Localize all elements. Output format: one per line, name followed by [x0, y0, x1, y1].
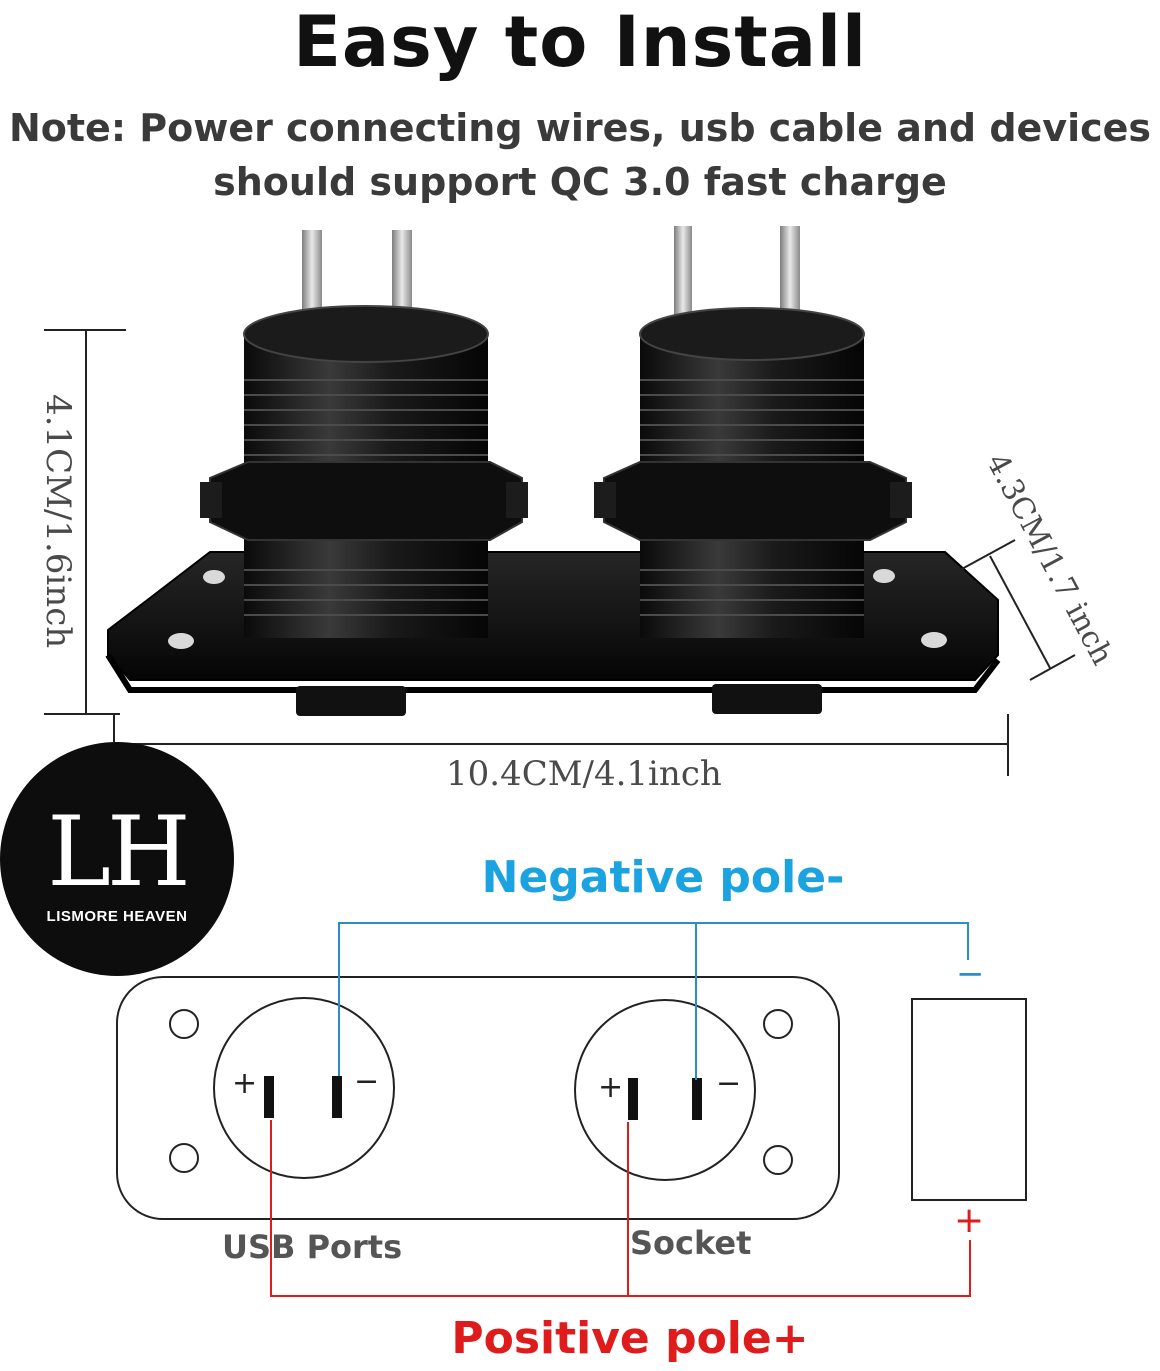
usb-ports-label: USB Ports [222, 1228, 403, 1266]
note-line-2: should support QC 3.0 fast charge [213, 160, 947, 204]
height-dimension-label: 4.1CM/1.6inch [38, 394, 78, 649]
socket-housing [594, 226, 912, 638]
socket-label: Socket [630, 1224, 752, 1262]
dimension-lines [44, 329, 1076, 776]
socket-plus-terminal: + [598, 1070, 624, 1105]
note-line-1: Note: Power connecting wires, usb cable … [8, 106, 1152, 150]
wiring-diagram [116, 922, 1027, 1297]
usb-plus-terminal: + [232, 1066, 258, 1101]
negative-pole-label: Negative pole- [481, 852, 845, 903]
battery-minus-terminal: − [956, 954, 985, 994]
usb-minus-terminal: − [354, 1064, 380, 1099]
logo-monogram: LH [47, 796, 190, 908]
usb-port-housing [200, 230, 528, 638]
page-title: Easy to Install [293, 1, 867, 83]
mounting-plate [105, 551, 1001, 716]
brand-logo: LH LISMORE HEAVEN [0, 742, 234, 976]
positive-pole-label: Positive pole+ [451, 1313, 809, 1364]
width-dimension-label: 10.4CM/4.1inch [446, 754, 722, 794]
socket-minus-terminal: − [716, 1066, 742, 1101]
battery-plus-terminal: + [954, 1200, 985, 1241]
logo-brand-name: LISMORE HEAVEN [46, 908, 188, 925]
